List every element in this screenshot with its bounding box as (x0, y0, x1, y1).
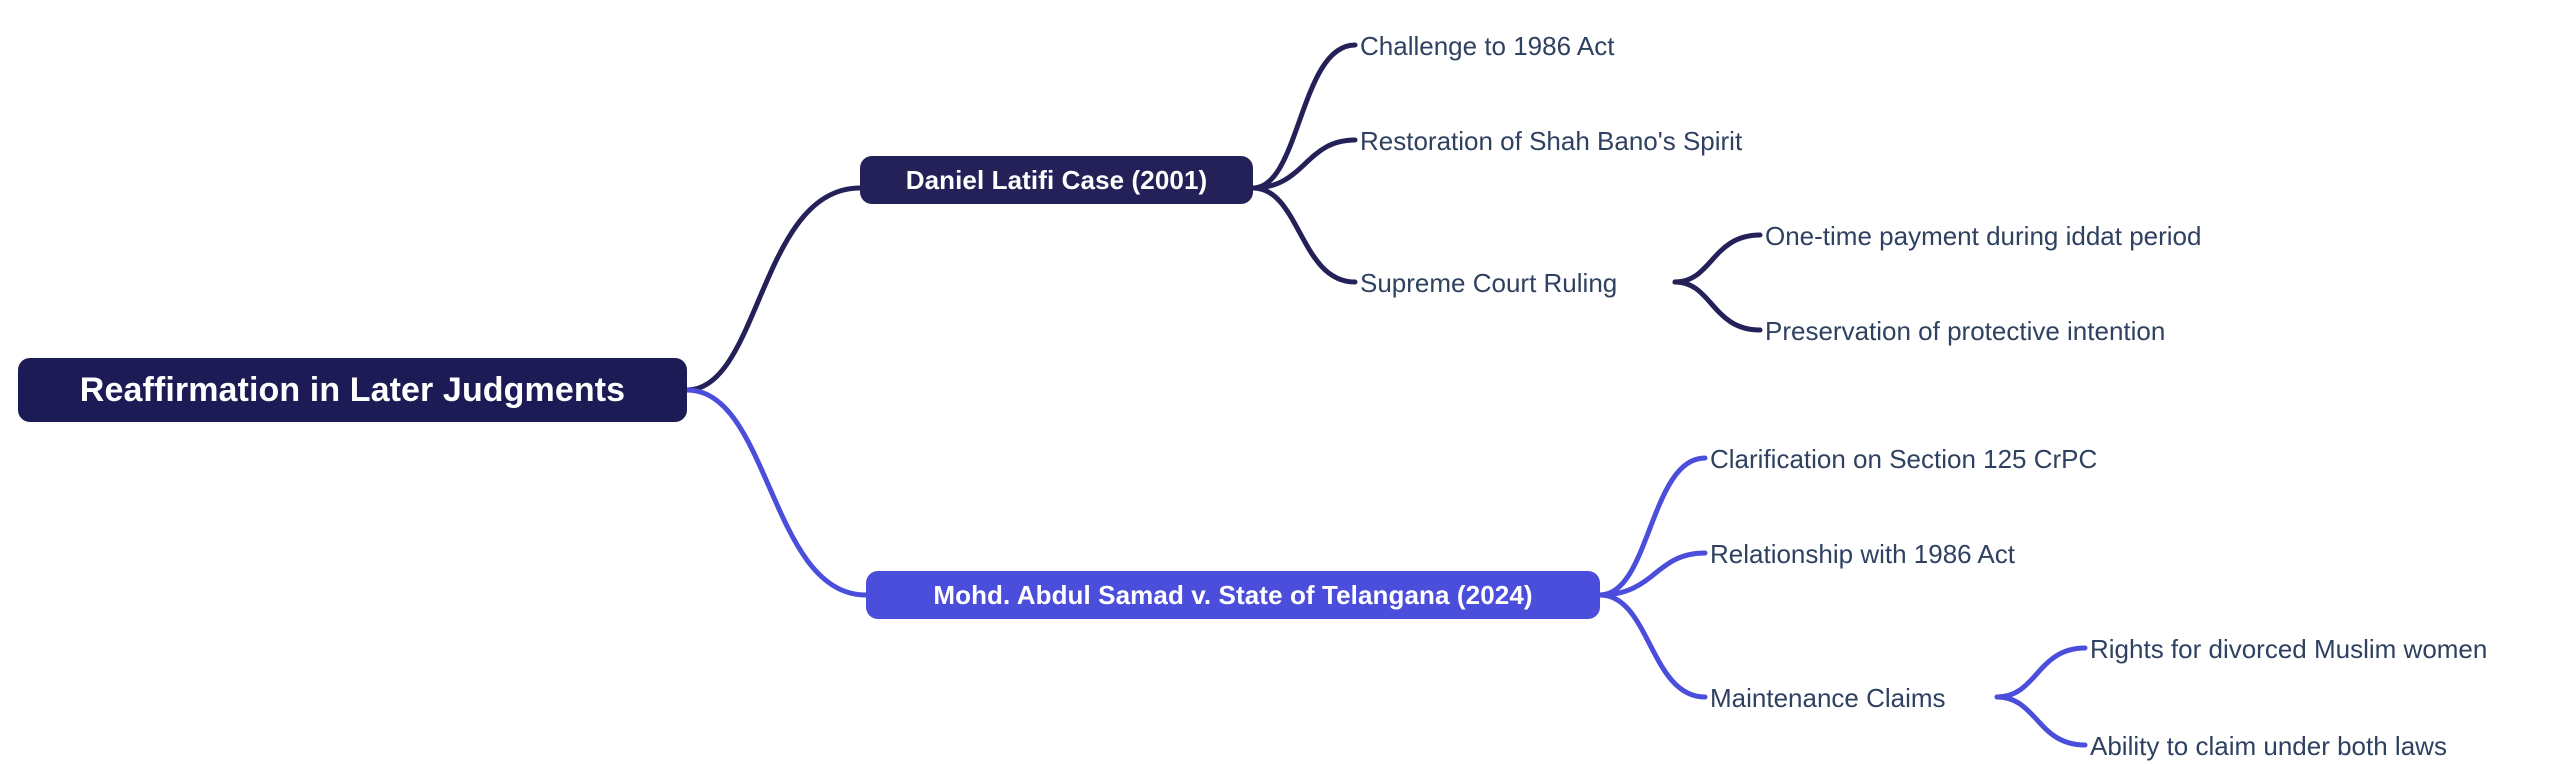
leaf-rights-divorced-muslim-women[interactable]: Rights for divorced Muslim women (2090, 634, 2488, 664)
edge-root-to-daniel-latifi (684, 185, 863, 393)
edge-daniel-latifi-to-challenge-1986-act (1250, 42, 1358, 191)
leaf-supreme-court-ruling[interactable]: Supreme Court Ruling (1360, 268, 1618, 298)
branch-node-daniel-latifi[interactable]: Daniel Latifi Case (2001) (860, 156, 1253, 204)
edge-mohd-abdul-samad-to-clarification-section-125-crpc (1597, 455, 1708, 598)
leaf-restoration-shah-bano[interactable]: Restoration of Shah Bano's Spirit (1360, 126, 1743, 156)
branch-node-mohd-abdul-samad[interactable]: Mohd. Abdul Samad v. State of Telangana … (866, 571, 1600, 619)
edge-maintenance-claims-to-rights-divorced-muslim-women (1994, 645, 2088, 700)
leaf-challenge-1986-act[interactable]: Challenge to 1986 Act (1360, 31, 1615, 61)
root-node-label: Reaffirmation in Later Judgments (79, 370, 626, 409)
leaf-one-time-payment[interactable]: One-time payment during iddat period (1765, 221, 2202, 251)
edge-daniel-latifi-to-supreme-court-ruling (1250, 185, 1358, 285)
leaf-preservation-protective-intention[interactable]: Preservation of protective intention (1765, 316, 2166, 346)
edge-maintenance-claims-to-ability-claim-both-laws (1994, 694, 2088, 748)
edge-daniel-latifi-to-restoration-shah-bano (1250, 137, 1358, 191)
edge-supreme-court-ruling-to-one-time-payment (1672, 232, 1763, 285)
root-node[interactable]: Reaffirmation in Later Judgments (18, 358, 687, 422)
edge-mohd-abdul-samad-to-maintenance-claims (1597, 592, 1708, 700)
edge-mohd-abdul-samad-to-relationship-1986-act (1597, 550, 1708, 598)
edge-supreme-court-ruling-to-preservation-protective-intention (1672, 279, 1763, 333)
edge-root-to-mohd-abdul-samad (684, 387, 869, 598)
leaf-ability-claim-both-laws[interactable]: Ability to claim under both laws (2090, 731, 2447, 761)
branch-node-daniel-latifi-label: Daniel Latifi Case (2001) (905, 164, 1208, 195)
leaf-clarification-section-125-crpc[interactable]: Clarification on Section 125 CrPC (1710, 444, 2098, 474)
leaf-relationship-1986-act[interactable]: Relationship with 1986 Act (1710, 539, 2015, 569)
leaf-maintenance-claims[interactable]: Maintenance Claims (1710, 683, 1946, 713)
branch-node-mohd-abdul-samad-label: Mohd. Abdul Samad v. State of Telangana … (933, 579, 1533, 610)
